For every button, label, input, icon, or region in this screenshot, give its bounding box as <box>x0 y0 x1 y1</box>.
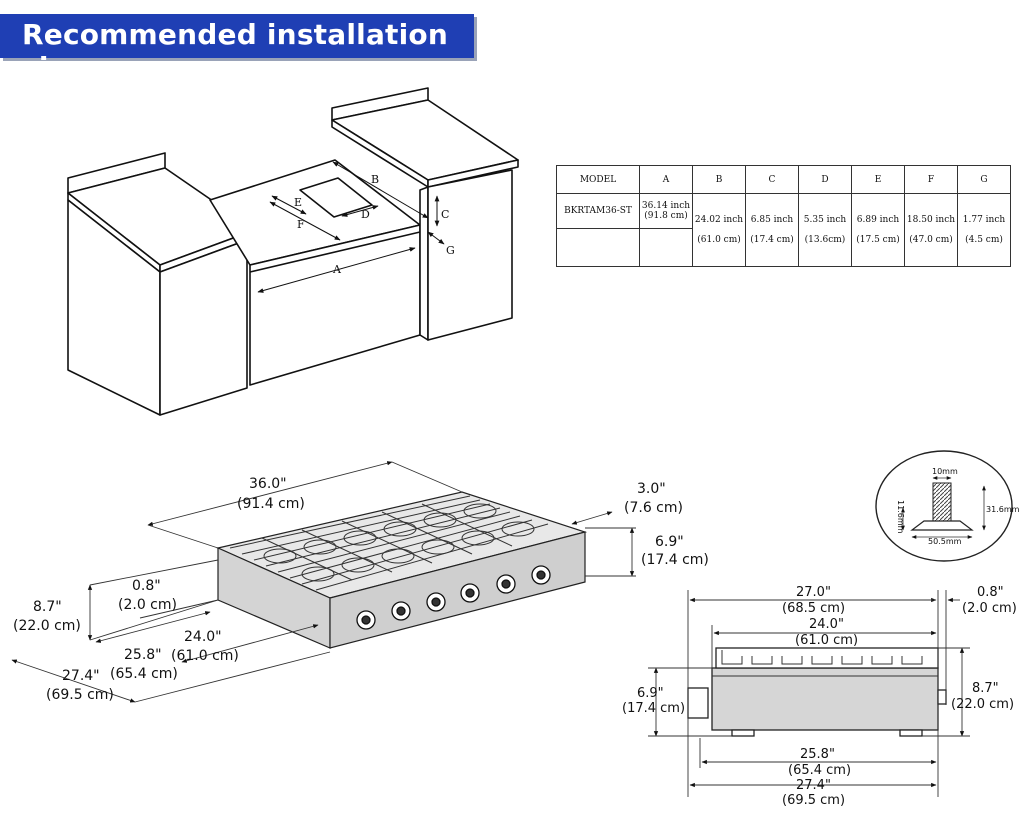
inch-value: 24.02 inch <box>694 215 744 225</box>
side-grates <box>715 647 939 669</box>
w27-in-label: 27.0" <box>796 585 831 600</box>
back-cm-label: (7.6 cm) <box>624 500 683 516</box>
inch-value: 18.50 inch <box>906 215 956 225</box>
label-g: G <box>446 244 455 257</box>
d24-cm-label: (61.0 cm) <box>171 648 239 664</box>
b258-in-label: 25.8" <box>800 747 835 762</box>
top-cm-label: (2.0 cm) <box>118 597 177 613</box>
side-labels: 27.0" (68.5 cm) 0.8" (2.0 cm) 24.0" (61.… <box>622 585 1017 808</box>
knob-row <box>356 565 551 630</box>
h87-cm-label: (22.0 cm) <box>951 697 1014 712</box>
table-header-cell: B <box>692 165 746 194</box>
cm-value: (91.8 cm) <box>644 211 688 221</box>
table-header-cell: E <box>851 165 905 194</box>
table-cell: 36.14 inch(91.8 cm) <box>639 193 693 229</box>
b274-in-label: 27.4" <box>796 778 831 793</box>
table-cell: 6.89 inch (17.5 cm) <box>851 193 905 267</box>
foot-thread-icon <box>932 482 952 522</box>
right-cabinet-front <box>427 169 513 341</box>
cm-value: (17.5 cm) <box>856 235 900 245</box>
side-body <box>711 667 939 731</box>
label-d: D <box>361 208 370 221</box>
table-cell: 5.35 inch (13.6cm) <box>798 193 852 267</box>
height-cm-label: (22.0 cm) <box>13 618 81 634</box>
back-in-label: 3.0" <box>637 481 666 497</box>
cm-value: (61.0 cm) <box>697 235 741 245</box>
spec-table: MODEL A B C D E F G BKRTAM36-ST 36.14 in… <box>556 165 1011 267</box>
isometric-dimension-lines <box>11 461 636 703</box>
table-header-cell: A <box>639 165 693 194</box>
label-c: C <box>441 208 449 221</box>
t08-in-label: 0.8" <box>977 585 1004 600</box>
isometric-labels: 36.0" (91.4 cm) 3.0" (7.6 cm) 6.9" (17.4… <box>13 476 709 703</box>
inch-value: 36.14 inch <box>641 201 691 211</box>
cabinet-labels: A B C D E F G <box>294 173 455 276</box>
side-dimension-lines <box>648 590 970 797</box>
foot-base-label: 50.5mm <box>928 537 962 546</box>
width-in-label: 36.0" <box>249 476 287 492</box>
g69-in-label: 6.9" <box>637 686 664 701</box>
d274-cm-label: (69.5 cm) <box>46 687 114 703</box>
b274-cm-label: (69.5 cm) <box>782 793 845 808</box>
d24-in-label: 24.0" <box>184 629 222 645</box>
cabinet-dimension-lines <box>257 161 445 293</box>
table-cell: 18.50 inch (47.0 cm) <box>904 193 958 267</box>
cm-value: (47.0 cm) <box>909 235 953 245</box>
foot-top-label: 10mm <box>932 467 958 476</box>
foot-detail: 10mm 31.6mm 11.6mm 50.5mm <box>875 450 1020 562</box>
left-cabinet-front <box>159 239 248 416</box>
label-f: F <box>297 218 305 231</box>
table-cell <box>639 228 693 267</box>
h87-in-label: 8.7" <box>972 681 999 696</box>
label-e: E <box>294 196 302 209</box>
table-row: BKRTAM36-ST 36.14 inch(91.8 cm) 24.02 in… <box>556 193 1011 267</box>
side-foot-icon <box>899 729 923 737</box>
side-rear-tab <box>937 689 947 705</box>
inch-value: 6.89 inch <box>856 215 900 225</box>
label-a: A <box>332 263 342 276</box>
foot-height-label: 31.6mm <box>986 505 1020 514</box>
t08-cm-label: (2.0 cm) <box>962 601 1017 616</box>
inch-value: 5.35 inch <box>803 215 847 225</box>
table-row <box>556 228 1011 267</box>
cm-value: (17.4 cm) <box>750 235 794 245</box>
table-cell: 6.85 inch (17.4 cm) <box>745 193 799 267</box>
d258-in-label: 25.8" <box>124 647 162 663</box>
table-header-cell: D <box>798 165 852 194</box>
grate-in-label: 6.9" <box>655 534 684 550</box>
height-in-label: 8.7" <box>33 599 62 615</box>
table-header-cell: C <box>745 165 799 194</box>
grate-cm-label: (17.4 cm) <box>641 552 709 568</box>
rangetop-front-panel <box>329 531 586 649</box>
inch-value: 1.77 inch <box>962 215 1006 225</box>
d274-in-label: 27.4" <box>62 668 100 684</box>
side-foot-icon <box>731 729 755 737</box>
inch-value: 6.85 inch <box>750 215 794 225</box>
cm-value: (4.5 cm) <box>965 235 1003 245</box>
w24-in-label: 24.0" <box>809 617 844 632</box>
cm-value: (13.6cm) <box>804 235 846 245</box>
g69-cm-label: (17.4 cm) <box>622 701 685 716</box>
side-view <box>687 647 947 737</box>
table-cell: 1.77 inch (4.5 cm) <box>957 193 1011 267</box>
w24-cm-label: (61.0 cm) <box>795 633 858 648</box>
table-cell <box>556 228 640 267</box>
label-b: B <box>371 173 379 186</box>
page-title: Recommended installation size <box>22 18 449 84</box>
d258-cm-label: (65.4 cm) <box>110 666 178 682</box>
width-cm-label: (91.4 cm) <box>237 496 305 512</box>
isometric-rangetop <box>216 491 588 649</box>
title-banner: Recommended installation size <box>0 14 474 84</box>
top-in-label: 0.8" <box>132 578 161 594</box>
w27-cm-label: (68.5 cm) <box>782 601 845 616</box>
foot-side-label: 11.6mm <box>896 500 905 534</box>
side-knob <box>687 687 709 719</box>
foot-base-icon <box>910 520 974 531</box>
b258-cm-label: (65.4 cm) <box>788 763 851 778</box>
table-header-cell: G <box>957 165 1011 194</box>
table-cell: 24.02 inch (61.0 cm) <box>692 193 746 267</box>
